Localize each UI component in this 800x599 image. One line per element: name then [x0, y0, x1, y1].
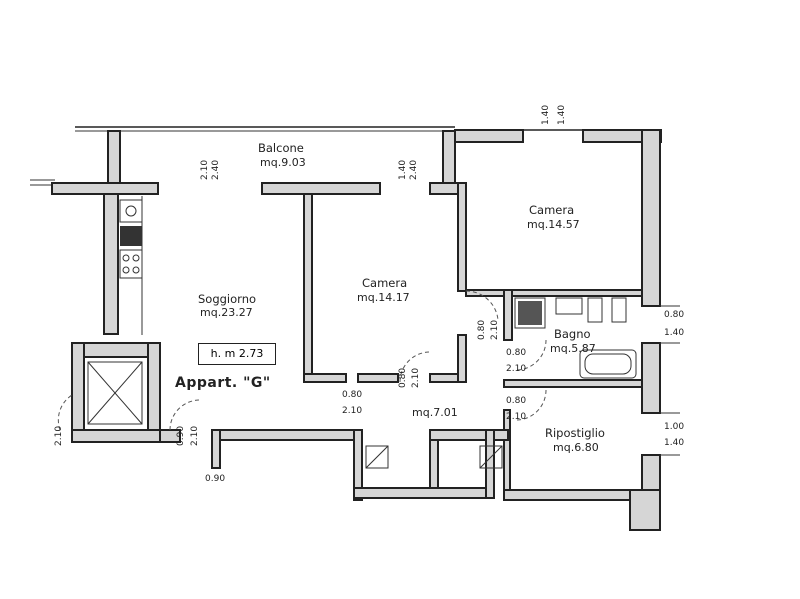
wall-segment	[71, 429, 161, 443]
dim-label: 1.40	[557, 104, 567, 125]
door-swing	[57, 394, 73, 431]
wall-segment	[457, 182, 467, 292]
bidet-icon	[587, 297, 603, 323]
wall-segment	[629, 489, 661, 531]
dim-label: 2.10	[506, 364, 527, 374]
room-name-soggiorno: Soggiorno	[198, 292, 257, 306]
wall-segment	[485, 429, 495, 499]
room-area-bagno: mq.5.87	[550, 342, 596, 355]
room-name-bagno: Bagno	[554, 327, 591, 341]
apartment-label: Appart. "G"	[175, 375, 271, 391]
wall-balcony-left	[107, 130, 121, 184]
wall-segment	[509, 289, 643, 297]
shower-icon	[514, 297, 546, 329]
door-swing	[399, 351, 431, 383]
dim-label: 2.10	[411, 367, 421, 388]
dim-label: 0.80	[477, 319, 487, 340]
washbasin-icon	[555, 297, 583, 315]
dim-label: 0.80	[398, 367, 408, 388]
dim-label: 1.40	[664, 438, 685, 448]
stove-icon	[119, 249, 143, 279]
wall-segment	[71, 342, 161, 358]
shaft-icon	[479, 445, 503, 469]
elevator-icon	[87, 361, 143, 425]
dim-label: 2.10	[490, 319, 500, 340]
room-area-balcone: mq.9.03	[260, 156, 306, 169]
door-swing	[515, 389, 547, 421]
wall-segment	[353, 487, 495, 499]
dim-label: 0.80	[342, 390, 363, 400]
room-name-camera-1: Camera	[362, 276, 408, 290]
wall-outer-right	[641, 342, 661, 414]
wall-segment	[261, 182, 381, 195]
door-swing	[515, 339, 547, 371]
room-area-disimpegno: mq.7.01	[412, 406, 458, 419]
fridge-icon	[120, 226, 142, 246]
room-area-ripostiglio: mq.6.80	[553, 441, 599, 454]
wall-outer-right	[641, 129, 661, 307]
room-area-camera-2: mq.14.57	[527, 218, 580, 231]
dim-label: 2.10	[200, 159, 210, 180]
dim-label: 0.80	[506, 396, 527, 406]
dim-label: 0.90	[176, 425, 186, 446]
wall-segment	[353, 429, 363, 501]
dim-label: 1.40	[541, 104, 551, 125]
dim-label: 2.40	[211, 159, 221, 180]
dim-label: 1.40	[398, 159, 408, 180]
wall-segment	[357, 373, 399, 383]
wall-segment	[503, 409, 511, 501]
room-name-ripostiglio: Ripostiglio	[545, 426, 605, 440]
wall-segment	[503, 289, 513, 341]
dim-label: 0.90	[205, 474, 226, 484]
room-area-soggiorno: mq.23.27	[200, 306, 253, 319]
wall-segment	[454, 129, 524, 143]
wall-segment	[147, 342, 161, 439]
dim-label: 2.10	[54, 425, 64, 446]
dim-label: 0.80	[506, 348, 527, 358]
shaft-icon	[365, 445, 389, 469]
bathtub-icon	[579, 349, 637, 379]
room-name-balcone: Balcone	[258, 141, 304, 155]
dim-label: 2.10	[342, 406, 363, 416]
wall-segment	[303, 373, 347, 383]
sink-icon	[119, 199, 143, 223]
wall-segment	[51, 182, 159, 195]
room-name-camera-2: Camera	[529, 203, 575, 217]
wall-kitchen	[103, 193, 119, 335]
dim-label: 1.00	[664, 422, 685, 432]
dim-label: 2.10	[190, 425, 200, 446]
dim-label: 1.40	[664, 328, 685, 338]
wall-segment	[211, 429, 221, 469]
wall-segment	[303, 193, 313, 381]
wall-segment	[457, 334, 467, 383]
wall-segment	[503, 379, 643, 388]
wall-balcony-right	[442, 130, 456, 184]
dim-label: 2.10	[506, 412, 527, 422]
wall-segment	[71, 342, 85, 439]
wall-segment	[211, 429, 363, 441]
dim-label: 2.40	[409, 159, 419, 180]
toilet-icon	[611, 297, 627, 323]
room-area-camera-1: mq.14.17	[357, 291, 410, 304]
dim-label: 0.80	[664, 310, 685, 320]
wall-segment	[429, 429, 509, 441]
height-label: h. m 2.73	[198, 343, 276, 365]
wall-segment	[503, 489, 643, 501]
door-swing	[465, 290, 499, 321]
door-swing	[169, 399, 201, 431]
